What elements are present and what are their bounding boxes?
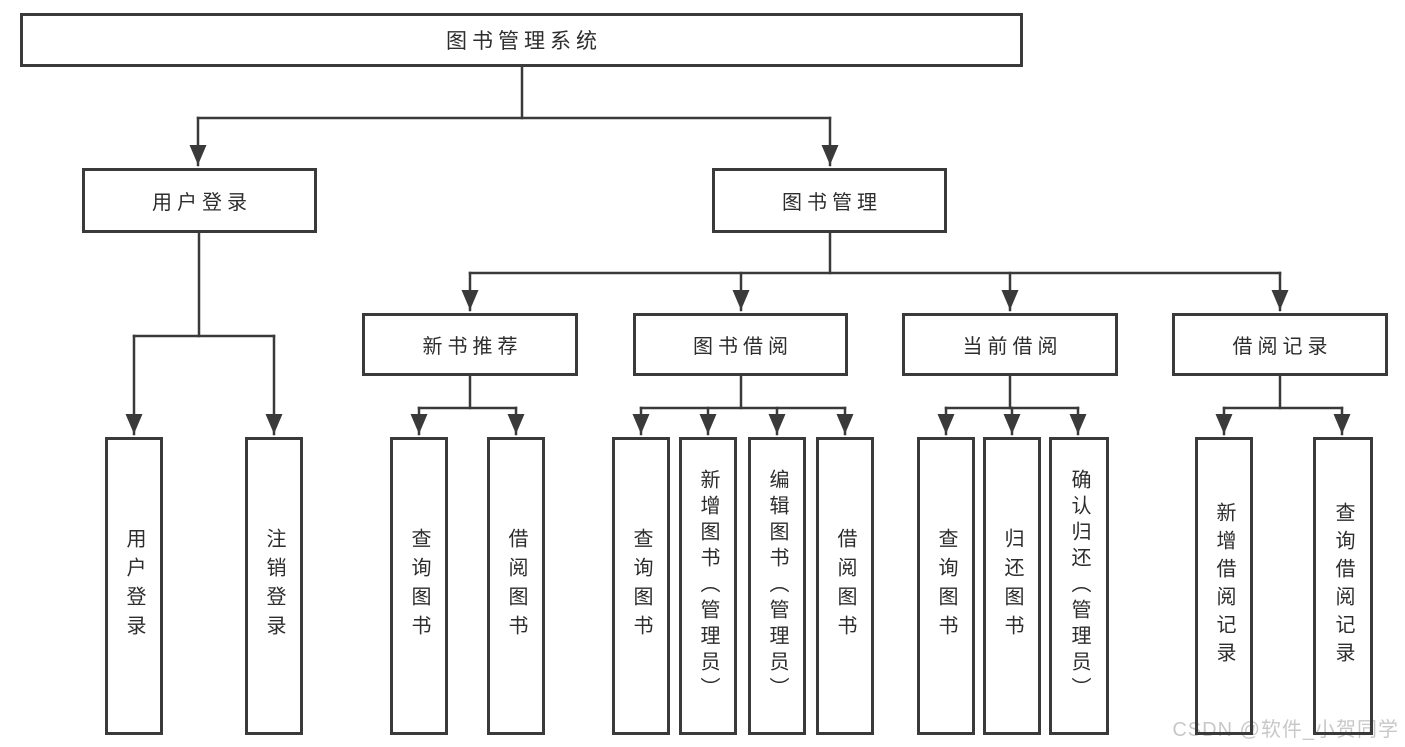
leaf-edit-books-admin: 编辑图书（管理员） xyxy=(748,437,806,735)
leaf-confirm-return-admin: 确认归还（管理员） xyxy=(1049,437,1109,735)
leaf-borrow-books-recommend: 借阅图书 xyxy=(487,437,545,735)
leaf-query-borrow-record-label: 查询借阅记录 xyxy=(1332,502,1354,670)
leaf-query-books-borrowing-label: 查询图书 xyxy=(630,528,652,644)
leaf-add-books-admin-label: 新增图书（管理员） xyxy=(697,469,719,703)
leaf-confirm-return-admin-label: 确认归还（管理员） xyxy=(1068,469,1090,703)
leaf-query-books-recommend: 查询图书 xyxy=(390,437,448,735)
node-book-management: 图书管理 xyxy=(712,168,947,233)
node-library-system: 图书管理系统 xyxy=(20,13,1023,67)
leaf-borrow-books-recommend-label: 借阅图书 xyxy=(505,528,527,644)
edge-root-to-level2 xyxy=(189,65,839,167)
csdn-watermark: CSDN @软件_小贺同学 xyxy=(1172,719,1399,741)
leaf-query-books-recommend-label: 查询图书 xyxy=(408,528,430,644)
leaf-query-books-borrowing: 查询图书 xyxy=(612,437,670,735)
leaf-add-borrow-record: 新增借阅记录 xyxy=(1195,437,1253,735)
leaf-edit-books-admin-label: 编辑图书（管理员） xyxy=(766,469,788,703)
leaf-add-books-admin: 新增图书（管理员） xyxy=(679,437,737,735)
leaf-borrow-books-borrowing: 借阅图书 xyxy=(816,437,874,735)
edge-user-login-to-leaves xyxy=(125,231,283,436)
leaf-logout-label: 注销登录 xyxy=(263,528,285,644)
edge-new-book-to-leaves xyxy=(410,374,525,436)
node-current-borrowing-label: 当前借阅 xyxy=(962,336,1063,358)
leaf-logout: 注销登录 xyxy=(245,437,303,735)
leaf-user-login: 用户登录 xyxy=(105,437,163,735)
leaf-query-books-current: 查询图书 xyxy=(917,437,975,735)
edge-book-borrow-to-leaves xyxy=(632,374,854,436)
node-new-book-recommend: 新书推荐 xyxy=(362,313,578,376)
leaf-query-borrow-record: 查询借阅记录 xyxy=(1313,437,1373,735)
edge-book-mgmt-to-level3 xyxy=(461,231,1289,312)
node-user-login-label: 用户登录 xyxy=(152,192,252,214)
node-borrowing-records-label: 借阅记录 xyxy=(1232,336,1333,358)
edge-current-borrow-to-leaves xyxy=(937,374,1087,436)
node-current-borrowing: 当前借阅 xyxy=(902,313,1118,376)
node-book-borrowing-label: 图书借阅 xyxy=(693,336,793,358)
leaf-query-books-current-label: 查询图书 xyxy=(935,528,957,644)
leaf-return-books-label: 归还图书 xyxy=(1001,528,1023,644)
node-user-login: 用户登录 xyxy=(82,168,317,233)
node-book-borrowing: 图书借阅 xyxy=(633,313,848,376)
node-new-book-recommend-label: 新书推荐 xyxy=(422,336,523,358)
node-book-management-label: 图书管理 xyxy=(782,192,882,214)
leaf-borrow-books-borrowing-label: 借阅图书 xyxy=(834,528,856,644)
leaf-add-borrow-record-label: 新增借阅记录 xyxy=(1213,502,1235,670)
edge-borrow-record-to-leaves xyxy=(1215,374,1351,436)
node-borrowing-records: 借阅记录 xyxy=(1172,313,1388,376)
node-library-system-label: 图书管理系统 xyxy=(446,30,602,53)
leaf-return-books: 归还图书 xyxy=(983,437,1041,735)
leaf-user-login-label: 用户登录 xyxy=(123,528,145,644)
